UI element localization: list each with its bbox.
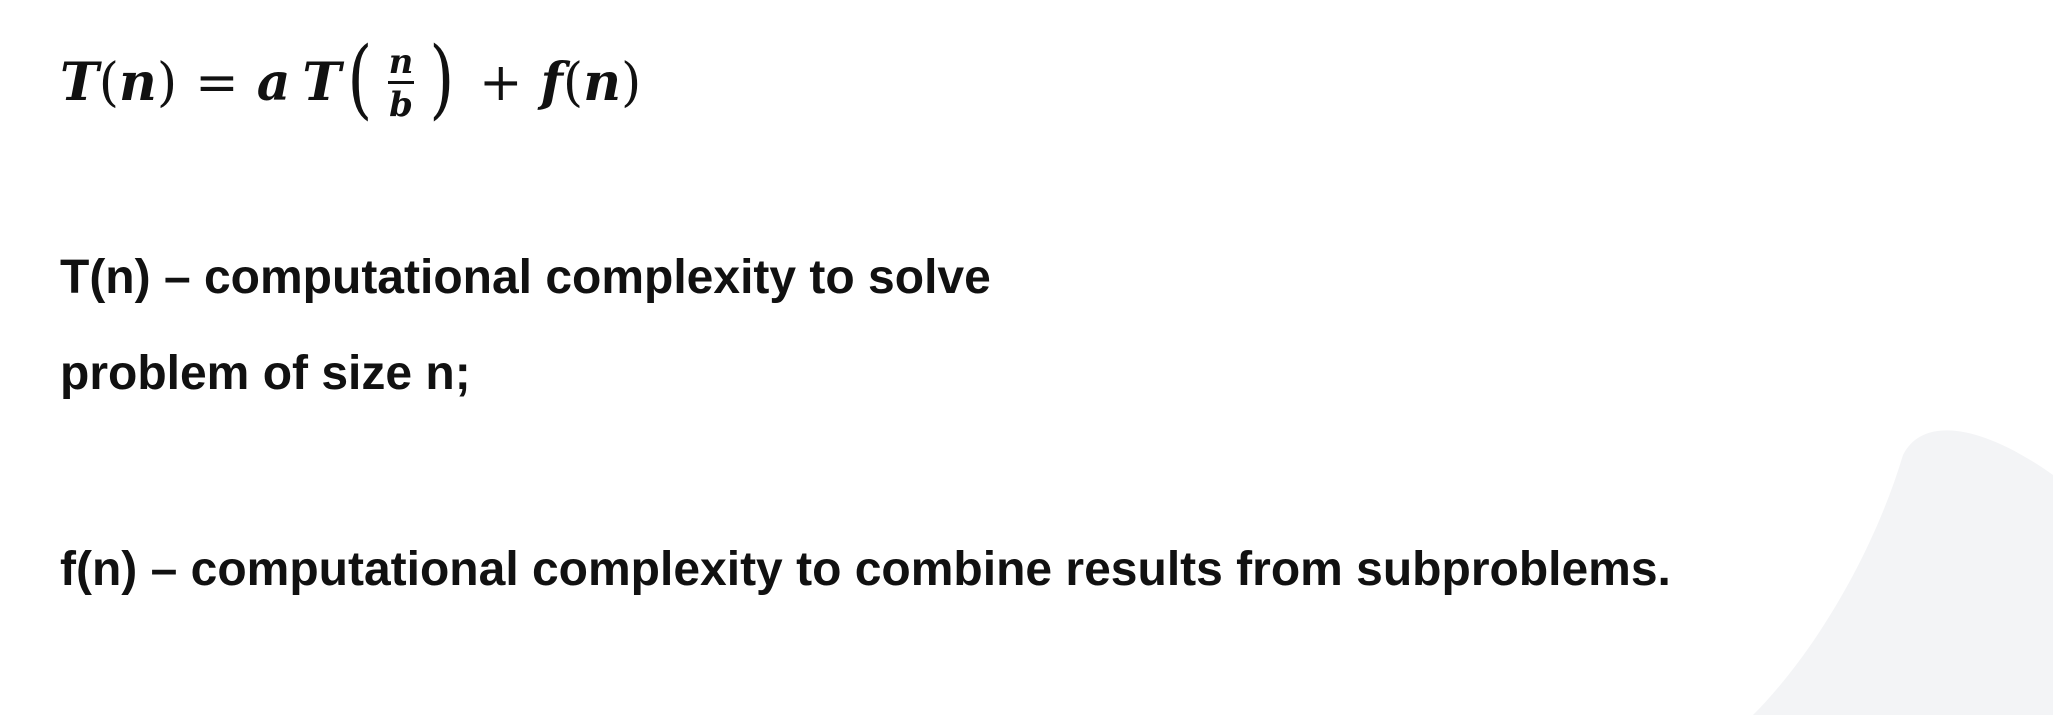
formula-equals: =	[195, 53, 239, 113]
formula-big-rparen: )	[429, 29, 455, 129]
formula-rparen: )	[156, 53, 178, 113]
formula-plus: +	[478, 53, 523, 113]
formula-n-2: n	[583, 52, 622, 113]
formula-fraction: n b	[385, 45, 418, 122]
formula-f: f	[540, 52, 563, 113]
definition-T-line-2: problem of size n;	[60, 347, 471, 400]
decorative-corner-shape	[1753, 430, 2053, 715]
fraction-numerator: n	[388, 41, 414, 82]
fraction-bar	[388, 80, 415, 84]
definition-T-line-1: T(n) – computational complexity to solve	[60, 251, 991, 304]
formula-T-2: T	[302, 52, 342, 113]
formula-lparen: (	[98, 53, 119, 113]
formula-n: n	[119, 52, 157, 113]
formula-lparen-2: (	[562, 53, 584, 113]
fraction-denominator: b	[389, 84, 413, 125]
definition-f: f(n) – computational complexity to combi…	[60, 543, 1671, 596]
formula-a: a	[256, 52, 291, 113]
formula-big-lparen: (	[347, 29, 373, 129]
formula-T: T	[60, 52, 99, 113]
formula-rparen-2: )	[621, 53, 642, 113]
